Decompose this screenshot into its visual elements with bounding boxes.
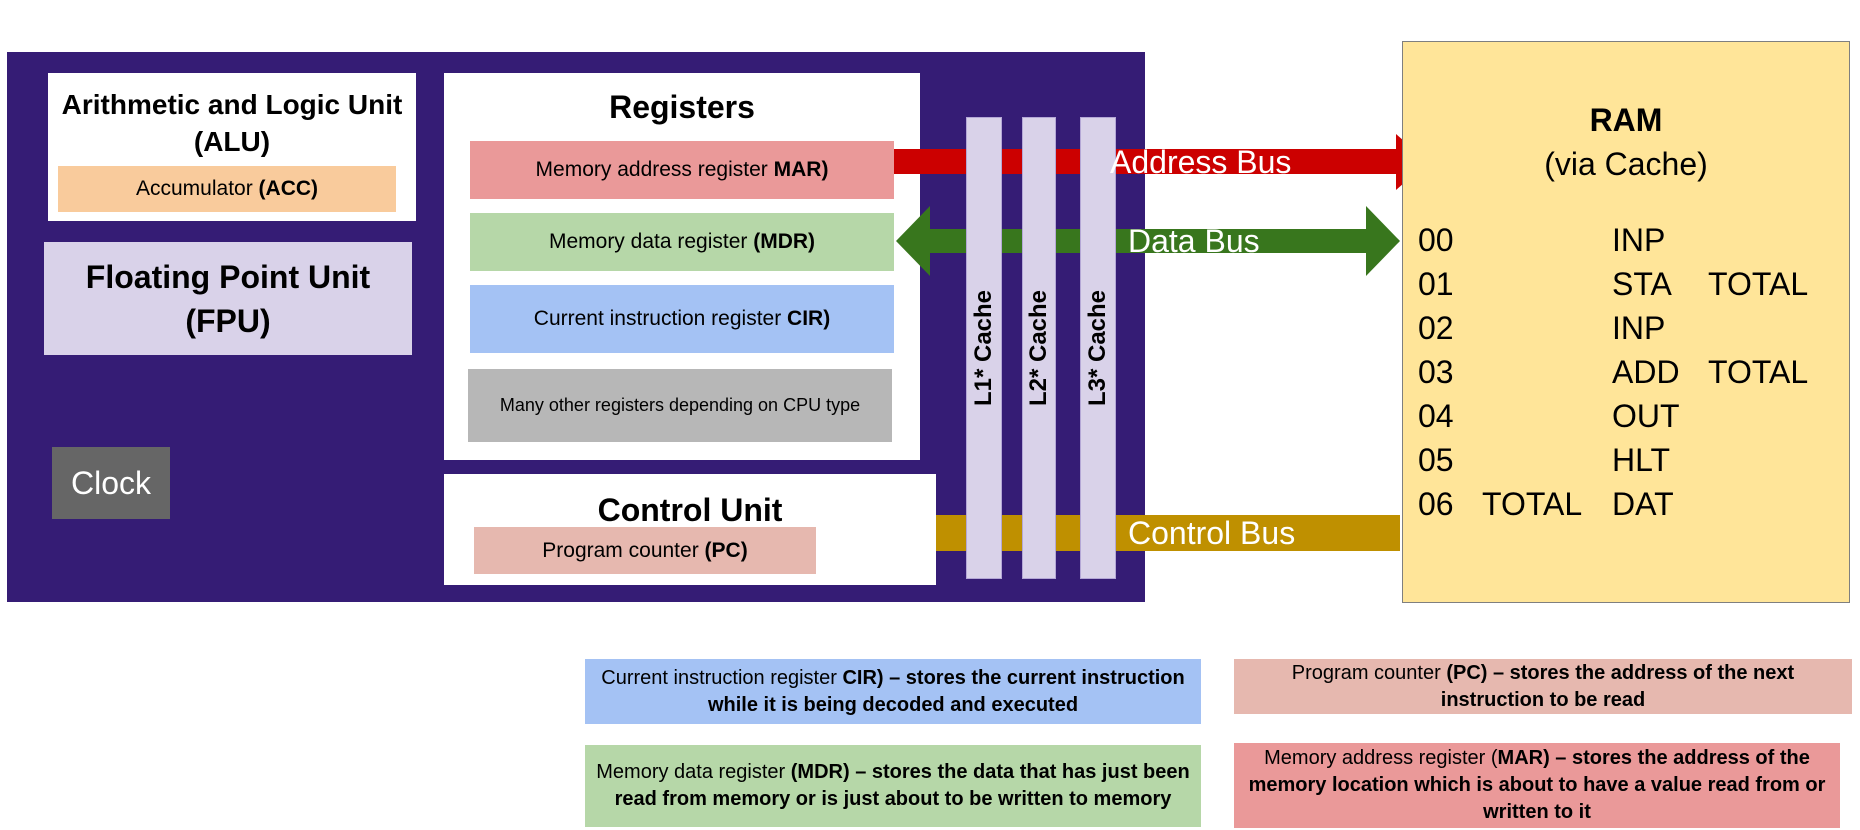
ram-row-addr: 00 xyxy=(1418,222,1454,258)
ram-row-addr: 06 xyxy=(1418,486,1454,522)
mar-note-text: Memory address register ( xyxy=(1264,747,1498,769)
cir-note: Current instruction register CIR) – stor… xyxy=(585,659,1201,724)
ram-row-op: HLT xyxy=(1612,442,1671,478)
l3-cache-label: L3* Cache xyxy=(1084,289,1111,407)
ram-row-op: INP xyxy=(1612,222,1666,258)
mdr-text: Memory data register xyxy=(548,230,754,253)
ram-row-op: ADD xyxy=(1612,354,1680,390)
control-unit-title: Control Unit xyxy=(597,492,783,528)
ram-row-addr: 04 xyxy=(1418,398,1454,434)
mar-text: Memory address register xyxy=(535,158,774,181)
fpu-box: Floating Point Unit (FPU) xyxy=(44,242,412,355)
accumulator-bold: (ACC) xyxy=(258,177,319,200)
pc-note-text: Program counter xyxy=(1291,661,1447,684)
mar-note-bold: MAR) – stores the address of the memory … xyxy=(1248,747,1826,823)
alu-title-line1: Arithmetic and Logic Unit xyxy=(61,89,403,120)
cir-bold: CIR) xyxy=(787,307,831,330)
alu-title-line2: (ALU) xyxy=(193,126,271,157)
ram-row-addr: 01 xyxy=(1418,266,1454,302)
l3-cache: L3* Cache xyxy=(1080,117,1116,579)
l1-cache: L1* Cache xyxy=(966,117,1002,579)
ram-title: RAM xyxy=(1589,102,1663,138)
ram-box xyxy=(1402,41,1850,603)
fpu-line1: Floating Point Unit xyxy=(85,258,371,295)
fpu-line2: (FPU) xyxy=(185,302,271,339)
ram-row-operand: TOTAL xyxy=(1708,266,1809,302)
ram-row-op: STA xyxy=(1612,266,1672,302)
ram-row-op: DAT xyxy=(1612,486,1674,522)
alu-title: Arithmetic and Logic Unit (ALU) xyxy=(48,86,416,160)
control-bus-bar xyxy=(936,515,1400,551)
cir-text: Current instruction register xyxy=(533,307,788,330)
data-bus-arrowhead-left xyxy=(896,206,930,276)
data-bus-arrowhead-right xyxy=(1366,206,1400,276)
l2-cache-label: L2* Cache xyxy=(1025,289,1052,407)
mar-register: Memory address register MAR) xyxy=(470,141,894,199)
ram-subtitle: (via Cache) xyxy=(1544,146,1708,182)
ram-row-operand: TOTAL xyxy=(1708,354,1809,390)
accumulator-text: Accumulator xyxy=(135,177,259,200)
l2-cache: L2* Cache xyxy=(1022,117,1056,579)
pc-note-bold: (PC) – stores the address of the next in… xyxy=(1440,661,1795,711)
mdr-note-text: Memory data register xyxy=(596,761,791,783)
registers-title: Registers xyxy=(609,89,755,125)
ram-row-label: TOTAL xyxy=(1482,486,1583,522)
l1-cache-label: L1* Cache xyxy=(970,289,997,407)
pc-bold: (PC) xyxy=(704,538,748,562)
pc-text: Program counter xyxy=(542,538,705,562)
mdr-note: Memory data register (MDR) – stores the … xyxy=(585,745,1201,827)
ram-row-addr: 02 xyxy=(1418,310,1454,346)
ram-row-op: INP xyxy=(1612,310,1666,346)
pc-note: Program counter (PC) – stores the addres… xyxy=(1234,659,1852,714)
mdr-note-bold: (MDR) – stores the data that has just be… xyxy=(614,761,1190,810)
data-bus-label: Data Bus xyxy=(1128,223,1260,259)
ram-row-op: OUT xyxy=(1612,398,1680,434)
mar-bold: MAR) xyxy=(773,158,829,181)
mdr-register: Memory data register (MDR) xyxy=(470,213,894,271)
ram-row-addr: 03 xyxy=(1418,354,1454,390)
ram-row-addr: 05 xyxy=(1418,442,1454,478)
clock-box: Clock xyxy=(52,447,170,519)
cir-note-text: Current instruction register xyxy=(601,666,843,689)
address-bus-label: Address Bus xyxy=(1110,144,1292,180)
cir-register: Current instruction register CIR) xyxy=(470,285,894,353)
program-counter: Program counter (PC) xyxy=(474,527,816,574)
mar-note: Memory address register (MAR) – stores t… xyxy=(1234,743,1840,828)
accumulator-box: Accumulator (ACC) xyxy=(58,166,396,212)
control-bus-label: Control Bus xyxy=(1128,515,1296,551)
mdr-bold: (MDR) xyxy=(753,230,816,253)
other-registers: Many other registers depending on CPU ty… xyxy=(468,369,892,442)
cir-note-bold: CIR) – stores the current instruction wh… xyxy=(707,666,1185,716)
